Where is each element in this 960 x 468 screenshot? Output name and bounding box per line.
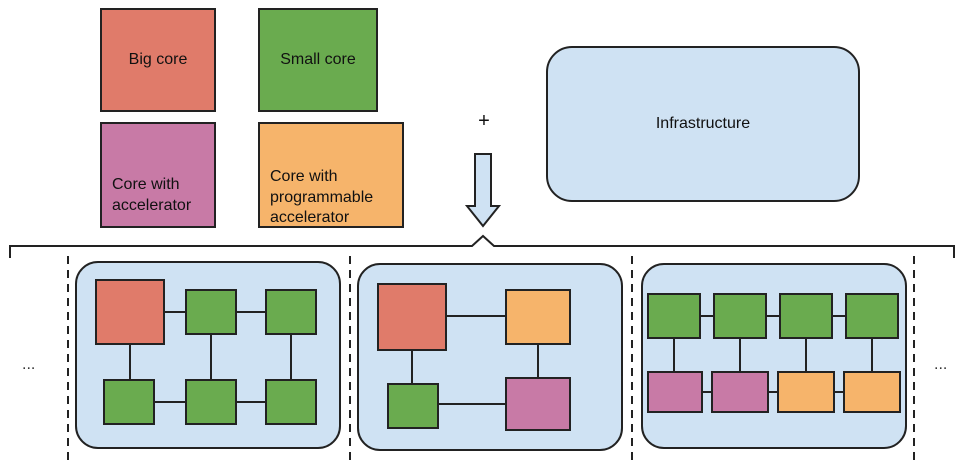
chip-3-small-core xyxy=(779,293,833,339)
legend-core-with-programmable-accelerator: Core with programmable accelerator xyxy=(258,122,404,228)
legend-small-core-label: Small core xyxy=(280,50,356,68)
chip-3-small-core xyxy=(713,293,767,339)
chip-1-small-core xyxy=(265,289,317,335)
chip-2-small-core xyxy=(387,383,439,429)
chip-3 xyxy=(641,263,907,449)
chip-2 xyxy=(357,263,623,451)
chip-2-big-core xyxy=(377,283,447,351)
legend-small-core: Small core xyxy=(258,8,378,112)
legend-core-with-accelerator-label: Core with accelerator xyxy=(112,175,192,214)
chip-3-small-core xyxy=(647,293,701,339)
combination-brace xyxy=(9,234,955,258)
chip-3-core-with-accelerator xyxy=(647,371,703,413)
chip-3-small-core xyxy=(845,293,899,339)
chip-1 xyxy=(75,261,341,449)
chip-2-core-with-accelerator xyxy=(505,377,571,431)
chip-3-infrastructure xyxy=(641,263,907,449)
chip-1-small-core xyxy=(265,379,317,425)
down-arrow-icon xyxy=(464,153,502,228)
chip-1-big-core xyxy=(95,279,165,345)
legend-big-core-label: Big core xyxy=(128,50,188,68)
legend-infrastructure-label: Infrastructure xyxy=(655,115,751,132)
chip-1-small-core xyxy=(185,289,237,335)
chip-2-core-with-programmable-accelerator xyxy=(505,289,571,345)
legend-core-with-programmable-accelerator-label: Core with programmable accelerator xyxy=(270,167,374,227)
chip-3-core-with-programmable-accelerator xyxy=(777,371,835,413)
chip-3-core-with-programmable-accelerator xyxy=(843,371,901,413)
chip-3-core-with-accelerator xyxy=(711,371,769,413)
dashed-separators xyxy=(67,256,915,464)
ellipsis-right: ... xyxy=(934,356,948,373)
legend-big-core: Big core xyxy=(100,8,216,112)
legend-core-with-accelerator: Core with accelerator xyxy=(100,122,216,228)
plus-sign: + xyxy=(478,110,490,132)
legend-infrastructure: Infrastructure xyxy=(546,46,860,202)
chip-1-small-core xyxy=(185,379,237,425)
chip-1-small-core xyxy=(103,379,155,425)
ellipsis-left: ... xyxy=(22,356,36,373)
